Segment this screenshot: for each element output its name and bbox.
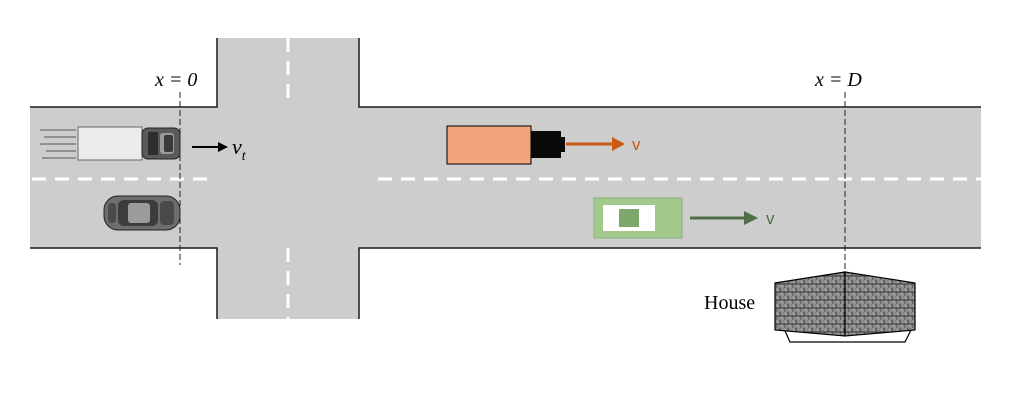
green-velocity-arrow (690, 211, 758, 225)
truck-velocity-label: vt (232, 134, 247, 164)
house-roof-left (774, 271, 846, 337)
orange-truck-cab (531, 131, 561, 158)
truck-cargo-box (77, 126, 143, 161)
house-label: House (704, 292, 755, 314)
green-car (593, 197, 683, 239)
house-roof-right (844, 271, 916, 337)
orange-velocity-label: v (632, 135, 641, 154)
truck-velocity-arrow (192, 142, 228, 152)
orange-truck-trailer (446, 125, 532, 165)
xD-label: x = D (814, 69, 862, 91)
motion-lines (40, 129, 76, 159)
delivery-truck (40, 126, 181, 161)
x0-label: x = 0 (154, 69, 197, 91)
gray-car (103, 195, 181, 231)
orange-truck (446, 125, 565, 165)
house (774, 271, 916, 343)
green-velocity-label: v (766, 209, 775, 228)
orange-velocity-arrow (566, 137, 625, 151)
road-edges (30, 38, 981, 319)
